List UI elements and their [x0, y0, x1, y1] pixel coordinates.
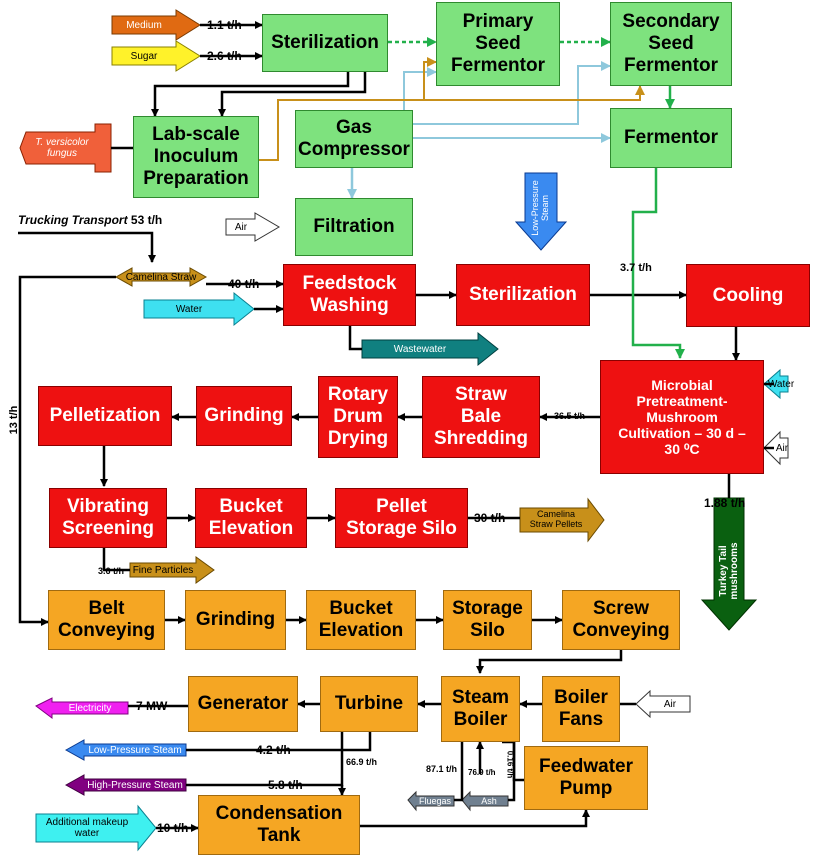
- feedwater-pump-box: Feedwater Pump: [524, 746, 648, 810]
- microbial-pretreatment-box: Microbial Pretreatment- Mushroom Cultiva…: [600, 360, 764, 474]
- pellets-out-arrow: [519, 497, 605, 543]
- storage-silo-box: Storage Silo: [443, 590, 532, 650]
- fermentor-box: Fermentor: [610, 108, 732, 168]
- sterilization-mid-box: Sterilization: [456, 264, 590, 326]
- steam-boiler-box: Steam Boiler: [441, 676, 520, 742]
- boiler-steam-label: 76.9 t/h: [468, 768, 496, 777]
- feedstock-washing-box: Feedstock Washing: [283, 264, 416, 326]
- water-arrow-1: [143, 291, 255, 327]
- fines-rate-label: 3.6 t/h: [98, 566, 125, 576]
- hp-steam-out-arrow: [64, 774, 187, 796]
- water-arrow-2: [763, 368, 789, 400]
- medium-rate-label: 1.1 t/h: [207, 18, 242, 32]
- fluegas-arrow: [407, 790, 455, 812]
- primary-seed-fermentor-box: Primary Seed Fermentor: [436, 2, 560, 86]
- turbine-box: Turbine: [320, 676, 418, 732]
- lab-inoculum-box: Lab-scale Inoculum Preparation: [133, 116, 259, 198]
- pellet-storage-silo-box: Pellet Storage Silo: [335, 488, 468, 548]
- makeup-water-arrow: [35, 804, 157, 852]
- inoculum-lines: [259, 57, 645, 161]
- ash-arrow: [461, 790, 509, 812]
- fungus-arrow: [19, 123, 112, 173]
- medium-arrow: [111, 9, 201, 41]
- screw-conveying-box: Screw Conveying: [562, 590, 680, 650]
- gas-compressor-box: Gas Compressor: [295, 110, 413, 168]
- air-arrow-3: [635, 689, 691, 719]
- straw-bale-shredding-box: Straw Bale Shredding: [422, 376, 540, 458]
- lp-rate-label: 4.2 t/h: [256, 743, 291, 757]
- boiler-in-label: 87.1 t/h: [426, 764, 458, 774]
- trucking-text: Trucking Transport: [18, 213, 128, 227]
- stream-arrows: [19, 9, 789, 852]
- electricity-arrow: [35, 697, 129, 719]
- fine-particles-arrow: [129, 556, 215, 584]
- power-label: 7 MW: [136, 699, 168, 713]
- boiler-fans-box: Boiler Fans: [542, 676, 620, 742]
- bypass-rate-label: 13 t/h: [8, 405, 20, 435]
- turkey-tail-arrow: [700, 497, 758, 631]
- trucking-label: Trucking Transport 53 t/h: [18, 213, 162, 227]
- cooling-box: Cooling: [686, 264, 810, 327]
- bucket-elevation-orange-box: Bucket Elevation: [306, 590, 416, 650]
- air-arrow-2: [763, 430, 789, 466]
- trucking-rate: 53 t/h: [130, 213, 163, 227]
- filtration-box: Filtration: [295, 198, 413, 256]
- lp-steam-out-arrow: [64, 739, 187, 761]
- mushroom-rate-label: 1.88 t/h: [704, 496, 746, 510]
- lp-steam-in-arrow: [514, 172, 568, 251]
- belt-conveying-box: Belt Conveying: [48, 590, 165, 650]
- sugar-rate-label: 2.6 t/h: [207, 49, 242, 63]
- green-lines: [388, 37, 685, 359]
- camelina-straw-arrow: [114, 267, 208, 287]
- hp-rate-label: 5.8 t/h: [268, 778, 303, 792]
- rotary-drum-drying-box: Rotary Drum Drying: [318, 376, 398, 458]
- turbine-cond-label: 66.9 t/h: [346, 757, 378, 767]
- sterilization-top-box: Sterilization: [262, 14, 388, 72]
- shred-rate-label: 36.5 t/h: [554, 411, 586, 421]
- pelletization-box: Pelletization: [38, 386, 172, 446]
- cool-rate-label: 3.7 t/h: [620, 262, 652, 274]
- straw-rate-label: 40 t/h: [228, 277, 260, 291]
- pellet-rate-label: 30 t/h: [474, 511, 506, 525]
- boiler-ash-label: 0.16 t/h: [505, 750, 515, 779]
- secondary-seed-fermentor-box: Secondary Seed Fermentor: [610, 2, 732, 86]
- wastewater-arrow: [361, 331, 499, 367]
- condensation-tank-box: Condensation Tank: [198, 795, 360, 855]
- makeup-rate-label: 10 t/h: [157, 821, 189, 835]
- bucket-elevation-red-box: Bucket Elevation: [195, 488, 307, 548]
- generator-box: Generator: [188, 676, 298, 732]
- sugar-arrow: [111, 40, 201, 72]
- grinding-red-box: Grinding: [196, 386, 292, 446]
- air-lines: [403, 61, 611, 143]
- air-arrow-1: [225, 212, 280, 242]
- grinding-orange-box: Grinding: [185, 590, 286, 650]
- vibrating-screening-box: Vibrating Screening: [49, 488, 167, 548]
